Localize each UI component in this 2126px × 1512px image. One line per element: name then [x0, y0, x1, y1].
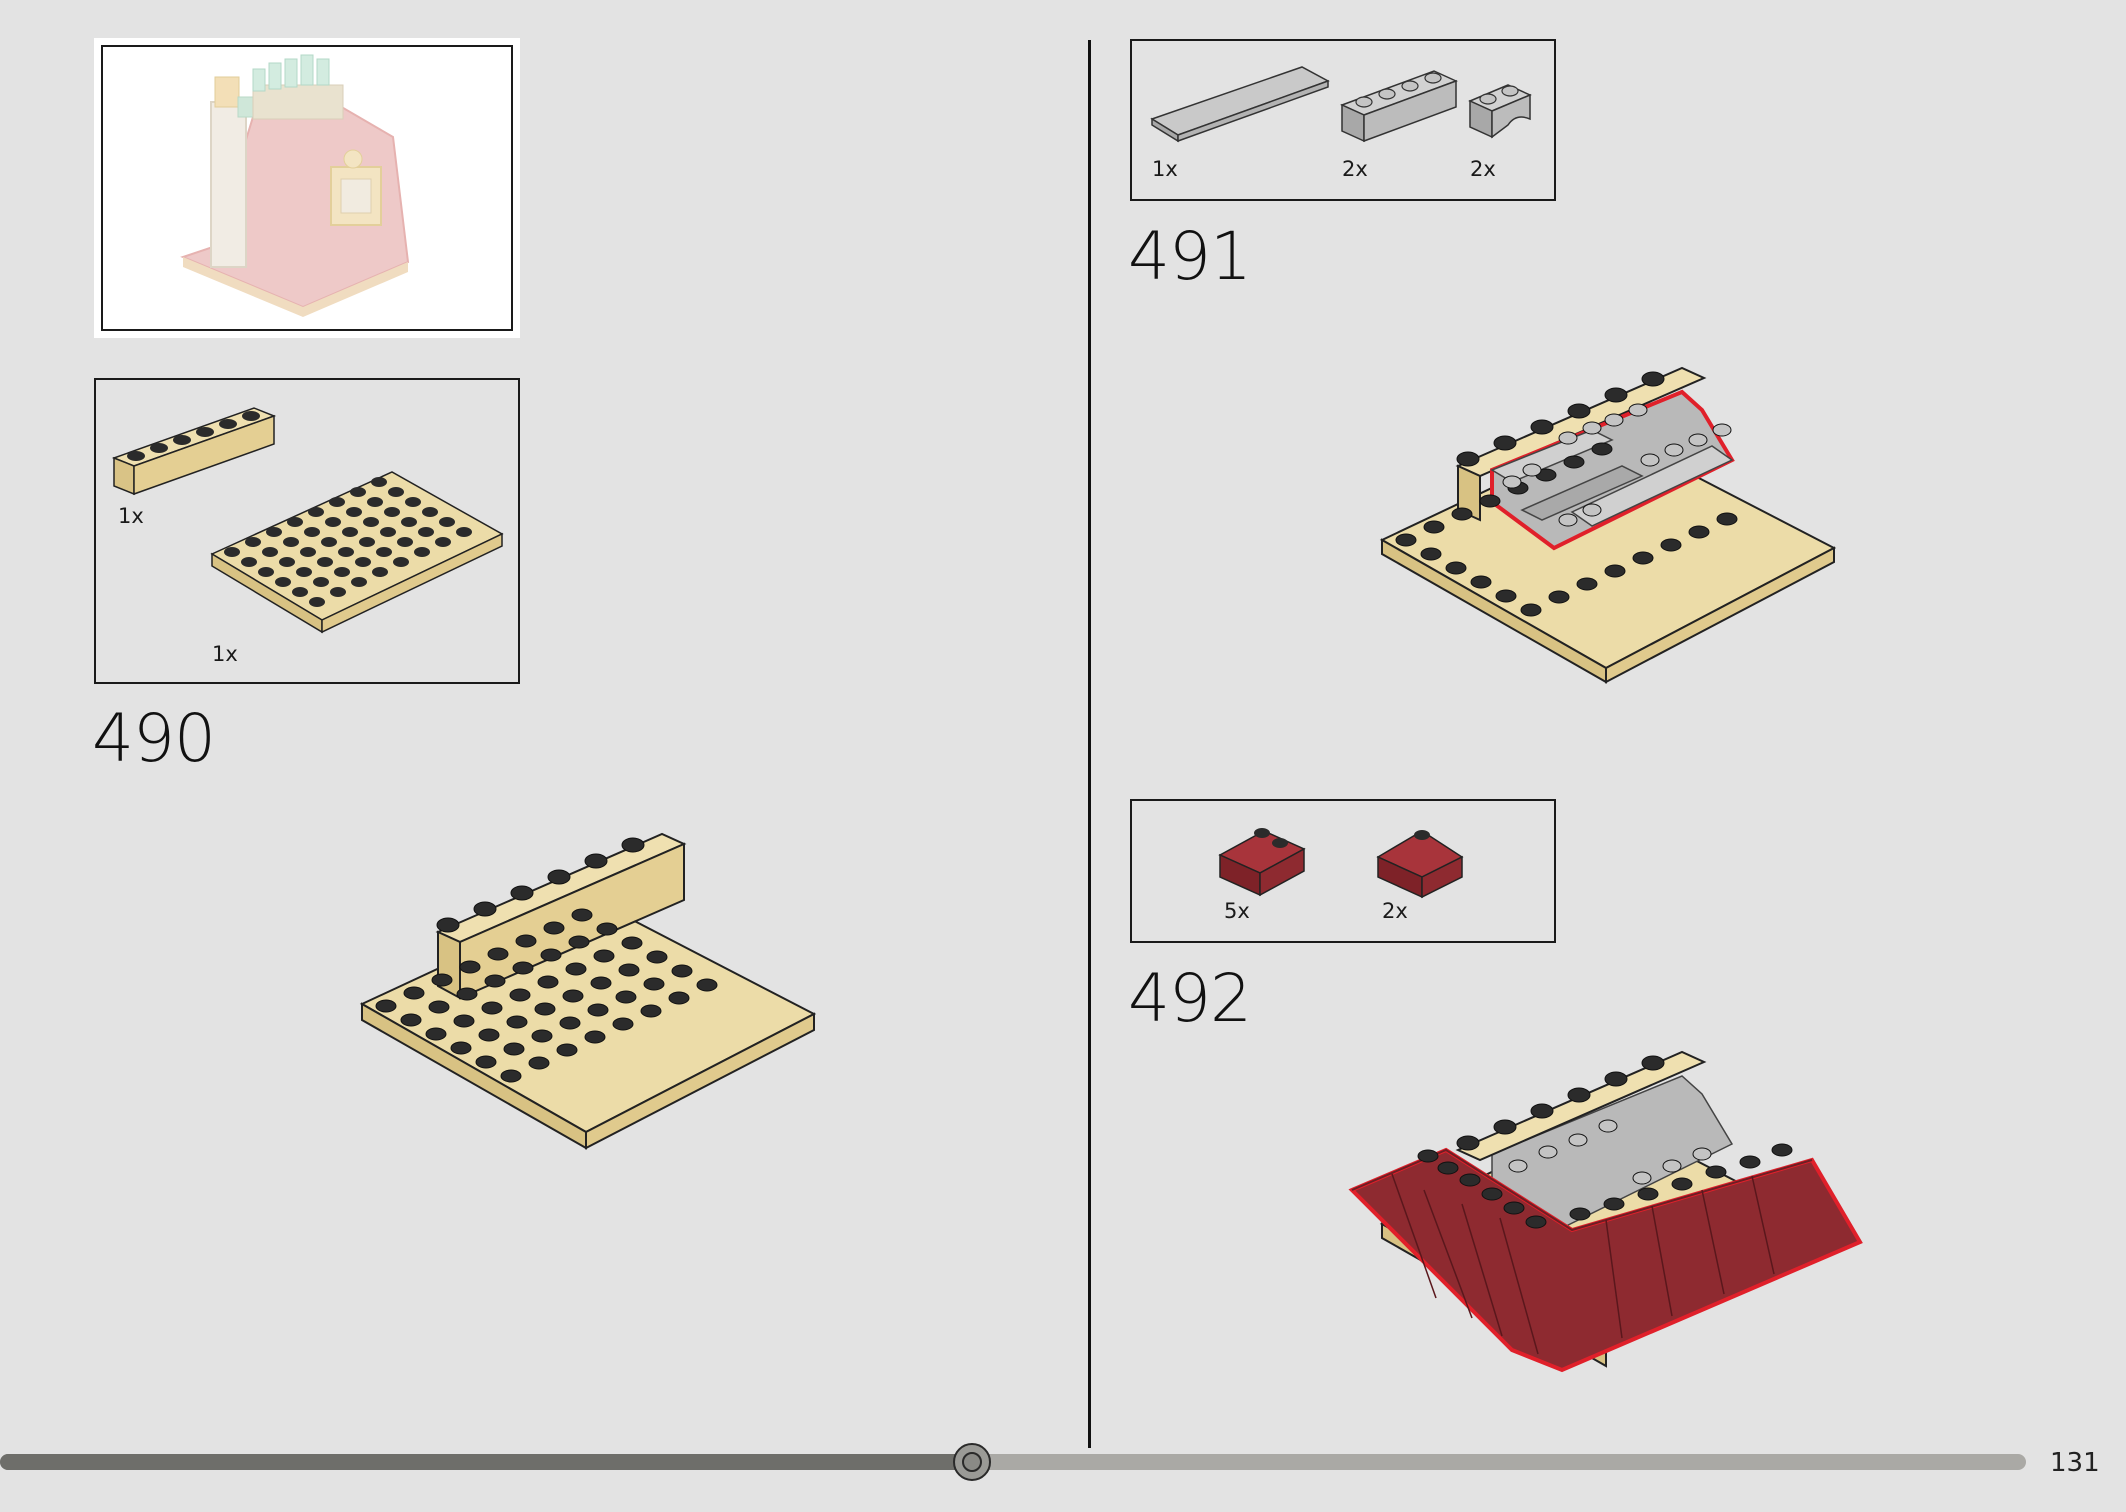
model-preview-image: [180, 54, 410, 317]
parts-list-step-490: 1x 1x: [94, 378, 520, 684]
red-slope-inverted-corner-icon: [1218, 828, 1306, 897]
model-preview-inner-border: [101, 45, 513, 331]
tan-brick-1x6-icon: [111, 407, 277, 496]
part-qty-step-492-2: 2x: [1382, 899, 1408, 923]
model-preview-frame: [94, 38, 520, 338]
part-qty-step-490-2: 1x: [212, 642, 238, 666]
page-divider: [1088, 40, 1091, 1448]
part-qty-step-490-1: 1x: [118, 504, 144, 528]
gray-tile-icon: [1150, 66, 1330, 143]
progress-knob[interactable]: [953, 1443, 991, 1481]
tan-plate-6x8-icon: [210, 471, 504, 634]
gray-brick-grooved-icon: [1340, 70, 1458, 143]
part-qty-step-491-1: 1x: [1152, 157, 1178, 181]
gray-curved-brick-icon: [1468, 84, 1532, 139]
step-492-assembly-image: [1348, 1050, 1863, 1373]
step-number-491: 491: [1128, 218, 1252, 295]
step-number-490: 490: [92, 700, 216, 777]
progress-fill: [0, 1454, 972, 1470]
step-490-assembly-image: [359, 832, 817, 1150]
parts-list-step-491: 1x 2x 2x: [1130, 39, 1556, 201]
red-slope-corner-icon: [1376, 830, 1464, 899]
part-qty-step-491-3: 2x: [1470, 157, 1496, 181]
step-number-492: 492: [1128, 960, 1252, 1037]
parts-list-step-492: 5x 2x: [1130, 799, 1556, 943]
part-qty-step-491-2: 2x: [1342, 157, 1368, 181]
step-491-assembly-image: [1379, 366, 1837, 684]
page-number: 131: [2050, 1448, 2100, 1478]
part-qty-step-492-1: 5x: [1224, 899, 1250, 923]
